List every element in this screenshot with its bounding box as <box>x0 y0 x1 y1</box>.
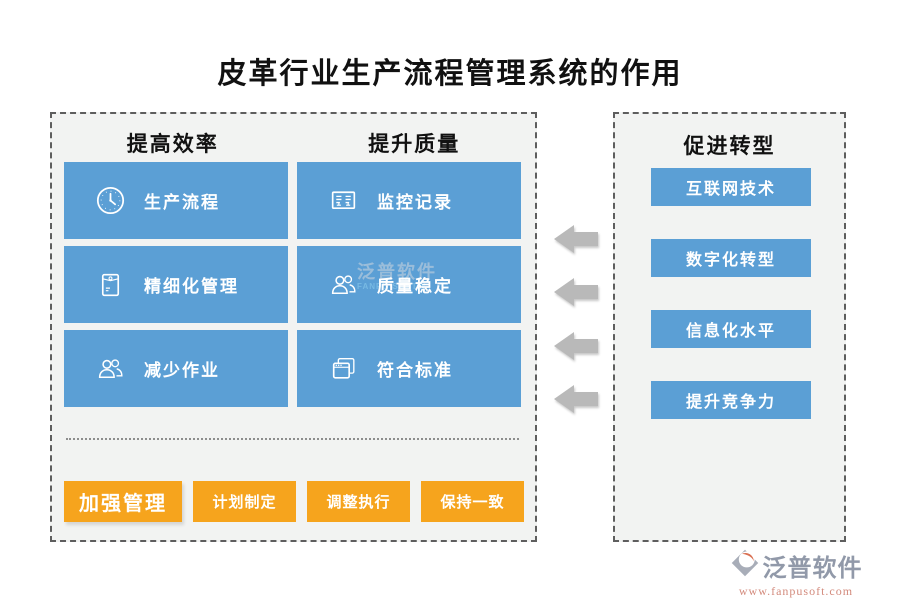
transformation-buttons: 互联网技术 数字化转型 信息化水平 提升竞争力 <box>651 168 811 419</box>
record-list-icon <box>327 184 360 217</box>
feature-label: 生产流程 <box>144 193 220 212</box>
button-competitiveness: 提升竞争力 <box>651 381 811 419</box>
users-icon <box>94 352 127 385</box>
left-panel: 提高效率 提升质量 生产流程 监控记录 <box>50 112 537 542</box>
feature-label: 符合标准 <box>377 361 453 380</box>
feature-box-quality-stability: 泛普软件 FANPU SOFTW 质量稳定 <box>297 246 521 323</box>
column-header-quality: 提升质量 <box>368 132 461 156</box>
feature-label: 监控记录 <box>377 193 453 212</box>
column-headers: 提高效率 提升质量 <box>52 128 535 158</box>
feature-box-monitor-records: 监控记录 <box>297 162 521 239</box>
fanpu-logo-icon <box>730 548 760 583</box>
button-keep-consistent: 保持一致 <box>421 481 524 522</box>
column-header-transformation: 促进转型 <box>683 134 776 158</box>
footer-buttons: 加强管理 计划制定 调整执行 保持一致 <box>64 481 524 522</box>
button-adjust-execution: 调整执行 <box>307 481 410 522</box>
users-icon <box>327 268 360 301</box>
left-arrow-icon <box>554 331 598 361</box>
document-pouch-icon <box>94 268 127 301</box>
left-arrow-icon <box>554 277 598 307</box>
feature-box-meet-standards: 符合标准 <box>297 330 521 407</box>
feature-box-reduce-operations: 减少作业 <box>64 330 288 407</box>
feature-label: 减少作业 <box>144 361 220 380</box>
clock-icon <box>94 184 127 217</box>
page-title: 皮革行业生产流程管理系统的作用 <box>217 58 683 90</box>
windows-icon <box>327 352 360 385</box>
logo-name: 泛普软件 <box>762 556 863 582</box>
feature-box-refined-management: 精细化管理 <box>64 246 288 323</box>
button-plan-formulation: 计划制定 <box>193 481 296 522</box>
feature-grid: 生产流程 监控记录 精细化管理 <box>64 162 521 407</box>
button-internet-technology: 互联网技术 <box>651 168 811 206</box>
left-arrow-icon <box>554 224 598 254</box>
feature-label: 质量稳定 <box>377 277 453 296</box>
column-header-efficiency: 提高效率 <box>126 132 219 156</box>
button-informatization-level: 信息化水平 <box>651 310 811 348</box>
footer-logo: 泛普软件 www.fanpusoft.com <box>706 548 886 599</box>
button-digital-transformation: 数字化转型 <box>651 239 811 277</box>
button-strengthen-management: 加强管理 <box>64 481 182 522</box>
left-arrow-icon <box>554 384 598 414</box>
dotted-separator <box>66 438 519 440</box>
feature-box-production-process: 生产流程 <box>64 162 288 239</box>
feature-label: 精细化管理 <box>144 277 239 296</box>
logo-url: www.fanpusoft.com <box>738 584 854 598</box>
right-panel: 促进转型 互联网技术 数字化转型 信息化水平 提升竞争力 <box>613 112 846 542</box>
